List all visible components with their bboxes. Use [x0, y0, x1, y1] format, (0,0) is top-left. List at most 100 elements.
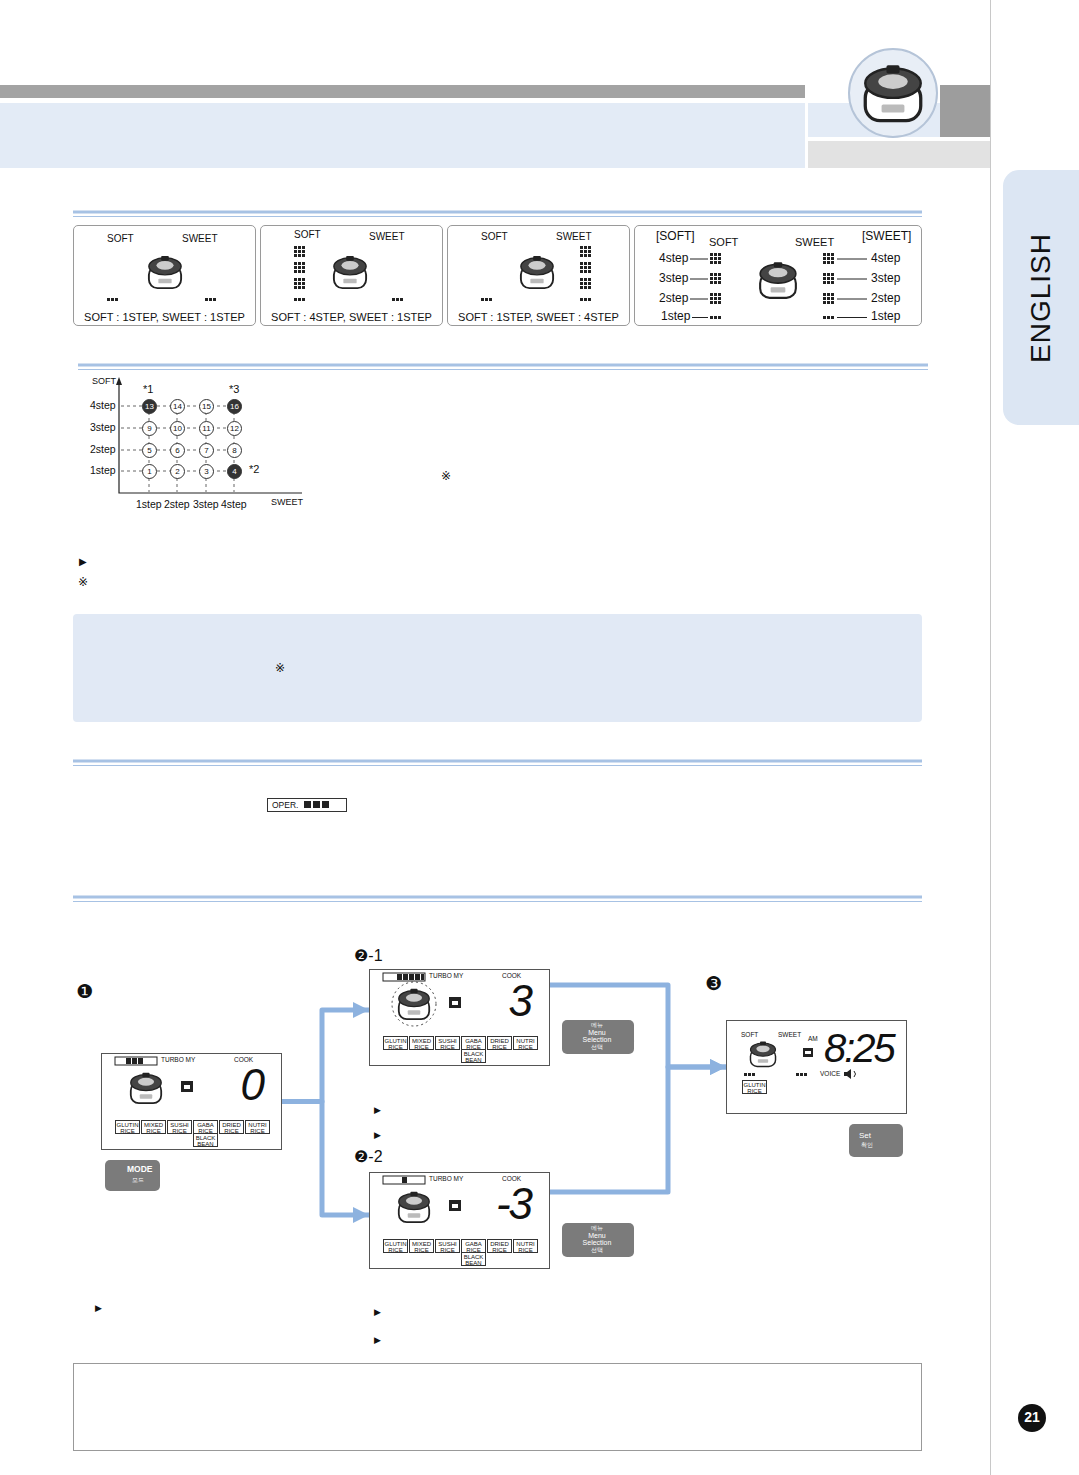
section-rule: [73, 211, 922, 214]
label-text: ❷-1: [354, 947, 383, 965]
lcd-figure: [370, 1173, 550, 1269]
menu-label: GABA RICE: [461, 1239, 486, 1253]
lcd-figure: [102, 1054, 282, 1150]
page-header: [849, 49, 937, 137]
section-rule: [73, 901, 922, 902]
node-text: BLACK BEAN: [462, 1051, 485, 1063]
menu-button: 메뉴Menu Selection선택: [562, 1223, 634, 1257]
menu-label: SUSHI RICE: [435, 1036, 460, 1050]
mode-button: MODE모드: [105, 1160, 160, 1191]
node-text: NUTRI RICE: [514, 1241, 537, 1253]
panel-figure: [710, 316, 722, 319]
panel-figure: [710, 316, 722, 319]
node-text: SOFT : 1STEP, SWEET : 1STEP: [74, 311, 255, 324]
label-text: *1: [143, 383, 153, 396]
panel-figure: [823, 293, 835, 305]
label-text: ❷-2: [354, 1148, 383, 1166]
node-text: SUSHI RICE: [168, 1122, 191, 1134]
lcd-figure: [370, 970, 550, 1066]
panel-figure: [690, 279, 708, 280]
node-text: [SOFT]: [656, 230, 695, 244]
point-marker: 5: [142, 443, 157, 458]
menu-label: MIXED RICE: [409, 1239, 434, 1253]
example-panel: SOFTSWEETSOFT : 1STEP, SWEET : 4STEP: [447, 225, 630, 326]
label-text: 4step: [221, 498, 247, 510]
flow-arrow: [282, 1010, 369, 1102]
panel-figure: [690, 259, 867, 318]
step-graph: [121, 406, 234, 492]
lcd-figure: [421, 974, 424, 980]
panel-figure: [823, 273, 835, 285]
label-text: 4step: [90, 399, 116, 411]
indicator-box: OPER.: [267, 798, 347, 812]
point-marker: 6: [170, 443, 185, 458]
node-text: 4step: [871, 252, 900, 266]
lcd-figure: [854, 1071, 856, 1077]
node-text: AM: [808, 1035, 818, 1042]
label-text: ※: [78, 576, 88, 590]
menu-label: SUSHI RICE: [167, 1120, 192, 1134]
node-text: ENGLISH: [1025, 233, 1057, 363]
panel-figure: [205, 298, 216, 301]
node-text: 2step: [659, 292, 688, 306]
panel-figure: [334, 256, 366, 288]
point-marker: 4: [227, 464, 242, 479]
lcd-figure: [402, 1177, 407, 1183]
point-marker: 11: [199, 421, 214, 436]
node-text: 5: [143, 447, 156, 455]
panel-figure: [760, 262, 796, 298]
node-text: 1step: [871, 310, 900, 323]
point-marker: 13: [142, 399, 157, 414]
node-text: 12: [228, 425, 241, 433]
node-text: GLUTIN RICE: [743, 1082, 766, 1094]
point-marker: 10: [170, 421, 185, 436]
node-text: DRIED RICE: [488, 1241, 511, 1253]
label-text: ▶: [79, 556, 87, 568]
indicator-bars: [322, 801, 329, 808]
lcd-figure: [138, 1058, 143, 1064]
menu-label: MIXED RICE: [409, 1036, 434, 1050]
menu-label: BLACK BEAN: [461, 1252, 486, 1266]
node-text: SOFT: [107, 233, 134, 245]
label-text: ❶: [76, 981, 93, 1003]
point-marker: 15: [199, 399, 214, 414]
panel-figure: [481, 298, 492, 301]
lcd-figure: [102, 970, 907, 1269]
lcd-figure: [796, 1073, 807, 1076]
node-text: SWEET: [182, 233, 218, 245]
flow-arrow: [550, 985, 726, 1067]
node-text: 선택: [562, 1044, 632, 1051]
note-box: ※: [73, 614, 922, 722]
label-text: 1step: [90, 464, 116, 476]
node-text: 7: [200, 447, 213, 455]
menu-label: GABA RICE: [193, 1120, 218, 1134]
menu-label: GLUTIN RICE: [383, 1239, 408, 1253]
example-panel: SOFT SWEET SOFT : 1STEP, SWEET : 1STEP: [73, 225, 256, 326]
label-text: *3: [229, 383, 239, 396]
node-text: OPER.: [272, 800, 298, 810]
panel-figure: [710, 273, 722, 285]
point-marker: 14: [170, 399, 185, 414]
label-text: ※: [441, 470, 451, 484]
step-graph: [119, 382, 302, 493]
node-text: 선택: [562, 1247, 632, 1254]
point-marker: 16: [227, 399, 242, 414]
node-text: 3: [200, 468, 213, 476]
menu-label: DRIED RICE: [219, 1120, 244, 1134]
panel-figure: [692, 317, 708, 318]
node-text: 6: [171, 447, 184, 455]
lcd-display: TURBO MYCOOK-3GLUTIN RICEMIXED RICESUSHI…: [369, 1172, 550, 1269]
language-tab: ENGLISH: [1003, 170, 1079, 425]
label-text: *2: [249, 463, 259, 476]
node-text: 3step: [659, 272, 688, 286]
node-text: SOFT : 1STEP, SWEET : 4STEP: [448, 311, 629, 324]
node-text: TURBO MY: [161, 1056, 195, 1063]
set-button: Set확인: [849, 1124, 903, 1157]
page-header: [990, 0, 991, 1475]
node-text: 4step: [659, 252, 688, 266]
node-text: SOFT: [481, 231, 508, 243]
panel-figure: [823, 316, 835, 319]
